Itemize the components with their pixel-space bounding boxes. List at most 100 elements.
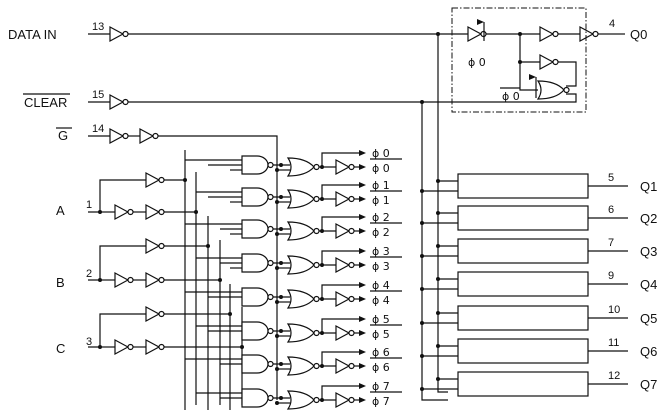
inversion-bubble <box>348 396 355 404</box>
inversion-bubble <box>158 310 165 318</box>
latch0-boundary <box>451 7 587 113</box>
junction-dot <box>275 232 279 236</box>
phase-bar-label-2: ϕ 2 <box>372 226 390 239</box>
addr-B-inverter-b <box>145 271 161 289</box>
inversion-bubble <box>563 86 570 94</box>
inversion-bubble <box>122 132 129 140</box>
inversion-bubble <box>313 295 320 303</box>
phase-bar-label-6: ϕ 6 <box>372 361 390 374</box>
arrow-head <box>359 296 366 302</box>
latch0-transfer-gate <box>467 25 483 43</box>
inversion-bubble <box>127 208 134 216</box>
output-label-6: Q6 <box>640 344 657 359</box>
inversion-bubble <box>552 58 559 66</box>
inversion-bubble <box>313 396 320 404</box>
control-arrow <box>477 19 484 25</box>
inversion-bubble <box>122 30 129 38</box>
clear-label: CLEAR <box>24 95 67 110</box>
arrow-head <box>359 248 366 254</box>
junction-dot <box>279 195 283 199</box>
inversion-bubble <box>313 362 320 370</box>
addr-C-inverter-a <box>114 338 130 356</box>
nor-gate-4 <box>286 289 315 309</box>
latch-box-5 <box>457 305 589 331</box>
a-label: A <box>56 203 65 218</box>
nand-gate-6 <box>241 354 269 374</box>
inversion-bubble <box>158 242 165 250</box>
inversion-bubble <box>348 362 355 370</box>
addr-A-wire <box>88 179 146 213</box>
phase-bar-label-3: ϕ 3 <box>372 260 390 273</box>
nand-gate-1 <box>241 187 269 207</box>
output-pin-7: 12 <box>608 370 620 382</box>
output-label-2: Q2 <box>640 211 657 226</box>
wires <box>88 32 628 410</box>
c-pin: 3 <box>86 336 92 348</box>
addr-C-wire <box>88 313 146 348</box>
inversion-bubble <box>158 176 165 184</box>
phase-label-2: ϕ 2 <box>372 211 390 224</box>
nand-gate-7 <box>241 388 269 408</box>
addr-B-inverter-a <box>114 271 130 289</box>
g-inverter-2 <box>139 127 155 145</box>
data-in-inverter <box>109 25 125 43</box>
latch-box-7 <box>457 371 589 397</box>
arrow-head <box>359 214 366 220</box>
latch-box-4 <box>457 271 589 297</box>
arrow-head <box>359 349 366 355</box>
output-label-3: Q3 <box>640 244 657 259</box>
data-in-label: DATA IN <box>8 27 57 42</box>
inversion-bubble <box>348 227 355 235</box>
addr-C-inverter <box>145 305 161 323</box>
junction-dot <box>275 300 279 304</box>
phase-inverter-4 <box>335 290 351 308</box>
nand-gate-4 <box>241 287 269 307</box>
g-inverter-1 <box>109 127 125 145</box>
phase-bar-label-1: ϕ 1 <box>372 194 390 207</box>
arrow-head <box>359 196 366 202</box>
nor-gate-3 <box>286 255 315 275</box>
junction-dot <box>279 227 283 231</box>
addr-B-wire <box>88 245 146 281</box>
inversion-bubble <box>313 329 320 337</box>
inversion-bubble <box>348 163 355 171</box>
inversion-bubble <box>348 195 355 203</box>
latch-box-1 <box>457 173 589 199</box>
addr-A-inverter-b <box>145 203 161 221</box>
clear-inverter <box>109 93 125 111</box>
junction-dot <box>279 329 283 333</box>
arrow-head <box>359 397 366 403</box>
phase-label-7: ϕ 7 <box>372 380 390 393</box>
addr-A-inverter-a <box>114 203 130 221</box>
phase-inverter-2 <box>335 222 351 240</box>
output-pin-3: 7 <box>608 237 614 249</box>
wire <box>321 184 362 199</box>
addr-C-inverter-b <box>145 338 161 356</box>
c-label: C <box>56 341 65 356</box>
junction-dot <box>275 367 279 371</box>
arrow-head <box>359 330 366 336</box>
inversion-bubble <box>127 276 134 284</box>
junction-dot <box>275 200 279 204</box>
nor-gate-1 <box>286 189 315 209</box>
phase-label-4: ϕ 4 <box>372 279 390 292</box>
phase-bar-label-5: ϕ 5 <box>372 328 390 341</box>
phase-inverter-7 <box>335 391 351 409</box>
b-pin: 2 <box>86 268 92 280</box>
phase-label-0: ϕ 0 <box>372 147 390 160</box>
g-pin: 14 <box>92 123 104 135</box>
inversion-bubble <box>348 295 355 303</box>
inversion-bubble <box>348 329 355 337</box>
junction-dot <box>279 396 283 400</box>
inversion-bubble <box>122 98 129 106</box>
latch0-phi-bar-label: ϕ 0 <box>502 90 520 103</box>
latch-box-2 <box>457 205 589 231</box>
wire <box>321 152 362 167</box>
output-label-5: Q5 <box>640 311 657 326</box>
inversion-bubble <box>267 394 274 402</box>
output-pin-5: 10 <box>608 304 620 316</box>
b-label: B <box>56 275 65 290</box>
inversion-bubble <box>152 132 159 140</box>
a-pin: 1 <box>86 199 92 211</box>
latch0-buffer-1 <box>539 25 555 43</box>
